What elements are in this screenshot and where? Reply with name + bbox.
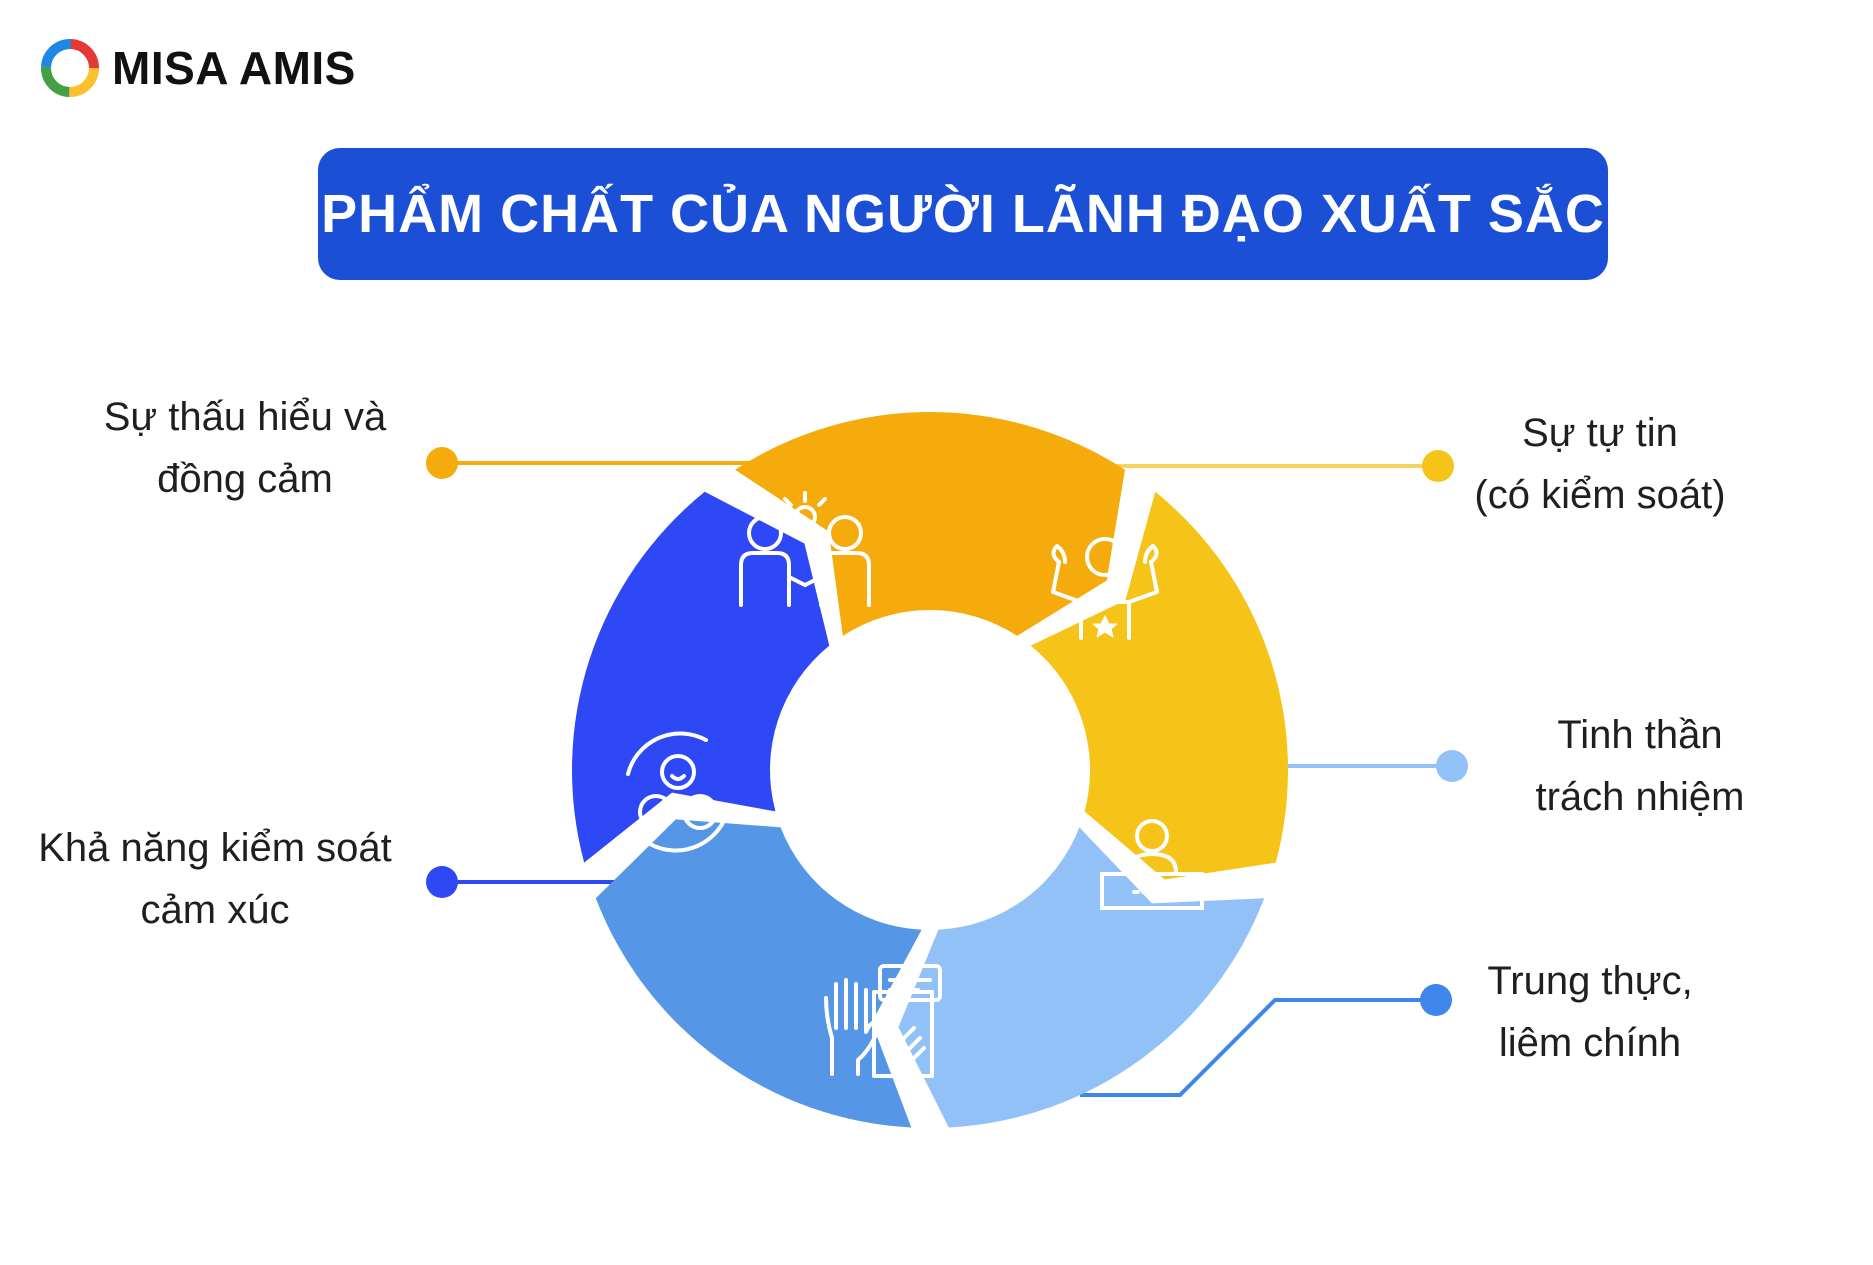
quality-label-line: cảm xúc (140, 888, 290, 932)
quality-label-empathy: Sự thấu hiểu và đồng cảm (90, 386, 400, 510)
quality-label-confidence: Sự tự tin (có kiểm soát) (1450, 402, 1750, 526)
emotions-cycle-icon (626, 731, 730, 853)
connector-dot-3 (1436, 750, 1468, 782)
connector-line-4 (1080, 998, 1436, 1097)
misa-logo-icon (41, 39, 99, 97)
quality-label-line: (có kiểm soát) (1474, 473, 1726, 517)
quality-label-emotion-control: Khả năng kiểm soát cảm xúc (20, 817, 410, 941)
page-title: PHẨM CHẤT CỦA NGƯỜI LÃNH ĐẠO XUẤT SẮC (321, 184, 1605, 244)
strong-person-icon (1051, 537, 1159, 640)
hand-document-icon (824, 964, 942, 1078)
quality-label-integrity: Trung thực, liêm chính (1460, 950, 1720, 1074)
brand-logo: MISA AMIS (40, 38, 356, 98)
ring-segment-4 (595, 819, 922, 1128)
connector-dot-5 (426, 866, 458, 898)
ring-segment-3 (898, 827, 1265, 1128)
quality-label-line: đồng cảm (157, 457, 333, 501)
ring-segment-5 (572, 491, 830, 863)
quality-label-line: Trung thực, (1487, 959, 1693, 1003)
quality-label-line: liêm chính (1498, 1021, 1682, 1065)
title-banner: PHẨM CHẤT CỦA NGƯỜI LÃNH ĐẠO XUẤT SẮC (318, 148, 1608, 280)
ring-segments (572, 411, 1288, 1128)
quality-label-line: Sự tự tin (1522, 411, 1678, 455)
quality-label-responsibility: Tinh thần trách nhiệm (1510, 704, 1770, 828)
connector-dot-1 (426, 447, 458, 479)
brand-name: MISA AMIS (112, 42, 356, 94)
connector-dot-4 (1420, 984, 1452, 1016)
ring-segment-2 (1030, 491, 1288, 880)
ring-segment-1 (735, 411, 1125, 636)
connector-dot-2 (1422, 450, 1454, 482)
quality-label-line: Khả năng kiểm soát (38, 826, 392, 870)
quality-label-line: Sự thấu hiểu và (103, 395, 387, 439)
quality-label-line: Tinh thần (1557, 713, 1723, 757)
quality-label-line: trách nhiệm (1535, 775, 1745, 819)
handshake-idea-icon (739, 491, 871, 607)
person-at-desk-icon (1100, 819, 1204, 910)
